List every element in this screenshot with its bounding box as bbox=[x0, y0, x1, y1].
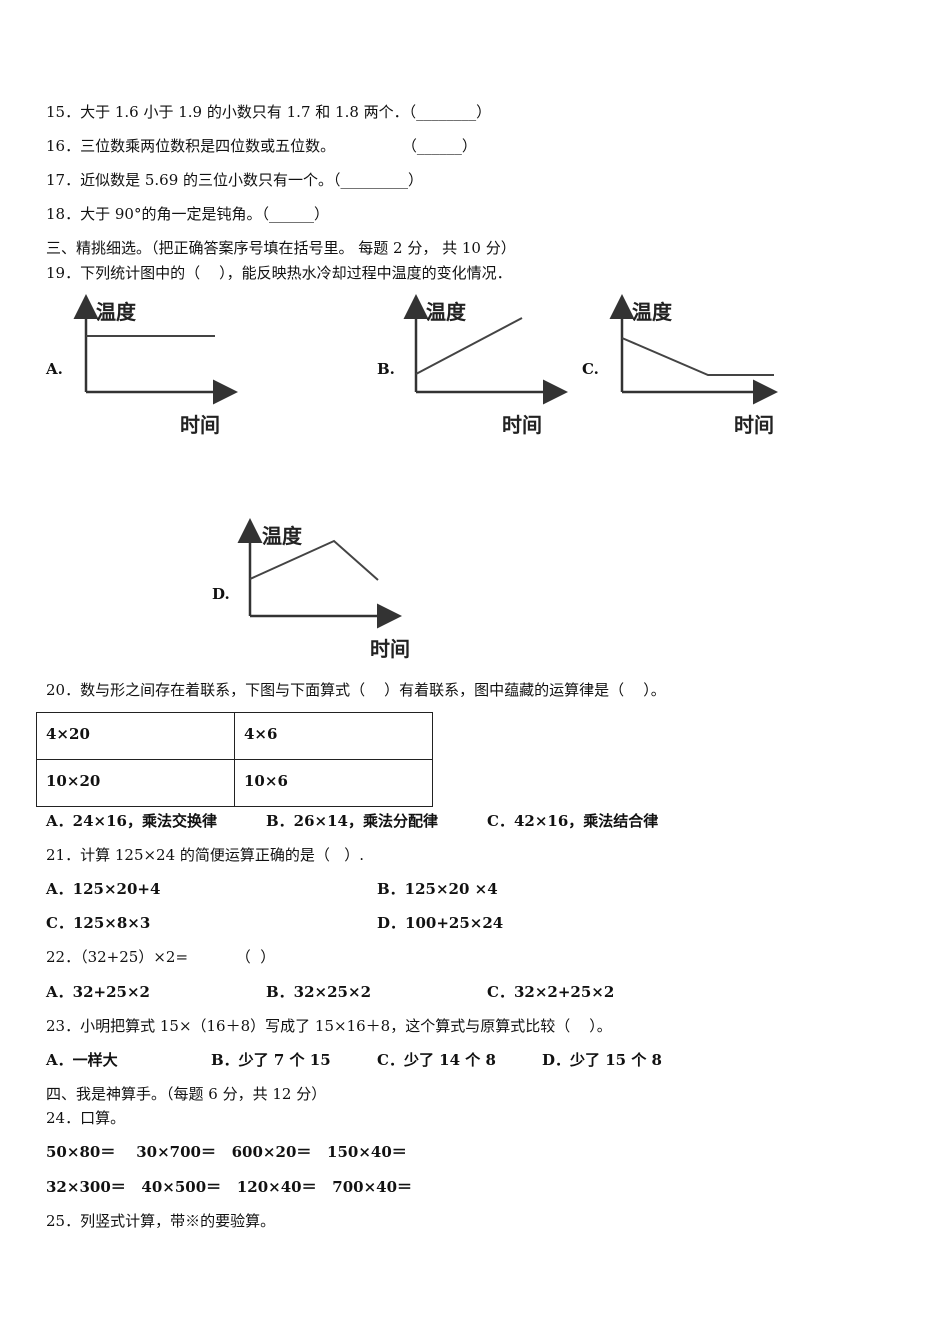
y-axis-label: 温度 bbox=[632, 300, 673, 324]
option-d-label: D. bbox=[212, 585, 230, 603]
y-axis-label: 温度 bbox=[96, 300, 137, 324]
graph-d: 温度 时间 bbox=[234, 516, 414, 666]
x-axis-label: 时间 bbox=[734, 413, 774, 437]
option-a-label: A. bbox=[46, 360, 63, 378]
question-25: 25．列竖式计算，带※的要验算。 bbox=[46, 1212, 276, 1230]
grid-cell: 10×20 bbox=[36, 759, 235, 807]
graph-c: 温度 时间 bbox=[606, 292, 796, 442]
x-axis-label: 时间 bbox=[370, 637, 410, 661]
question-23-stem: 23．小明把算式 15×（16＋8）写成了 15×16＋8，这个算式与原算式比较… bbox=[46, 1017, 612, 1035]
section-3-heading: 三、精挑细选。（把正确答案序号填在括号里。 每题 2 分， 共 10 分） bbox=[46, 239, 516, 257]
question-20-stem: 20．数与形之间存在着联系，下图与下面算式（ ）有着联系，图中蕴藏的运算律是（ … bbox=[46, 681, 666, 699]
option-c-label: C. bbox=[582, 360, 599, 378]
grid-cell: 4×6 bbox=[234, 712, 433, 760]
x-axis-label: 时间 bbox=[502, 413, 542, 437]
section-4-heading: 四、我是神算手。（每题 6 分，共 12 分） bbox=[46, 1085, 327, 1103]
y-axis-label: 温度 bbox=[426, 300, 467, 324]
graph-a: 温度 时间 bbox=[70, 292, 250, 442]
grid-cell: 10×6 bbox=[234, 759, 433, 807]
question-16: 16．三位数乘两位数积是四位数或五位数。 （______） bbox=[46, 137, 477, 155]
area-model-grid: 4×20 4×6 10×20 10×6 bbox=[36, 712, 433, 807]
q20-option-a: A．24×16，乘法交换律 bbox=[46, 812, 217, 830]
q20-option-b: B．26×14，乘法分配律 bbox=[266, 812, 438, 830]
grid-cell: 4×20 bbox=[36, 712, 235, 760]
q23-option-a: A．一样大 bbox=[46, 1051, 118, 1069]
question-22-stem: 22．（32+25）×2= （ ） bbox=[46, 948, 276, 966]
question-24-stem: 24．口算。 bbox=[46, 1109, 126, 1127]
q23-option-b: B．少了 7 个 15 bbox=[211, 1051, 331, 1069]
question-21-stem: 21．计算 125×24 的简便运算正确的是（ ）. bbox=[46, 846, 364, 864]
q21-option-b: B．125×20 ×4 bbox=[377, 880, 498, 898]
x-axis-label: 时间 bbox=[180, 413, 220, 437]
option-b-label: B. bbox=[377, 360, 395, 378]
mental-math-row-2: 32×300＝ 40×500＝ 120×40＝ 700×40＝ bbox=[46, 1178, 413, 1196]
q22-option-b: B．32×25×2 bbox=[266, 983, 372, 1001]
y-axis-label: 温度 bbox=[262, 524, 303, 548]
q21-option-d: D．100+25×24 bbox=[377, 914, 504, 932]
q20-option-c: C．42×16，乘法结合律 bbox=[487, 812, 659, 830]
question-18: 18．大于 90°的角一定是钝角。（______） bbox=[46, 205, 329, 223]
q21-option-c: C．125×8×3 bbox=[46, 914, 151, 932]
q21-option-a: A．125×20+4 bbox=[46, 880, 161, 898]
q22-option-c: C．32×2+25×2 bbox=[487, 983, 615, 1001]
q23-option-c: C．少了 14 个 8 bbox=[377, 1051, 496, 1069]
q23-option-d: D．少了 15 个 8 bbox=[542, 1051, 662, 1069]
question-17: 17．近似数是 5.69 的三位小数只有一个。（_________） bbox=[46, 171, 424, 189]
mental-math-row-1: 50×80＝ 30×700＝ 600×20＝ 150×40＝ bbox=[46, 1143, 407, 1161]
q22-option-a: A．32+25×2 bbox=[46, 983, 150, 1001]
question-19-stem: 19．下列统计图中的（ ），能反映热水冷却过程中温度的变化情况． bbox=[46, 264, 512, 282]
question-15: 15．大于 1.6 小于 1.9 的小数只有 1.7 和 1.8 两个．（___… bbox=[46, 103, 492, 121]
graph-b: 温度 时间 bbox=[400, 292, 580, 442]
